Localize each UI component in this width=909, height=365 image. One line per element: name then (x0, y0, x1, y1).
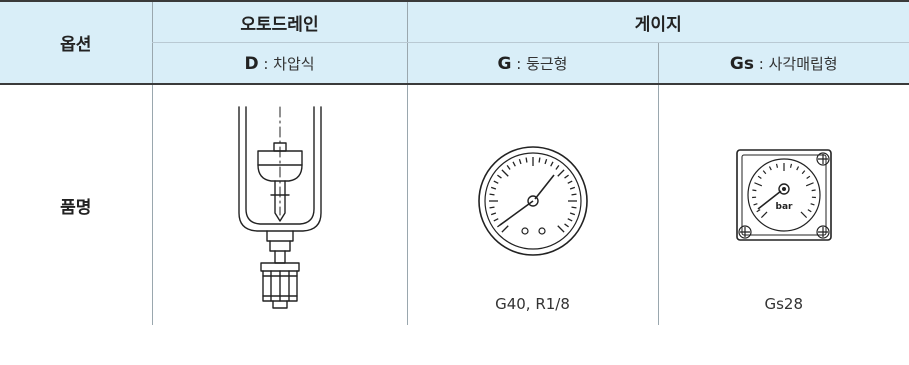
autodrain-header-cell: 오토드레인 (151, 2, 407, 43)
d-code: D (244, 53, 259, 74)
dial-tick (752, 189, 757, 192)
dial-tick (753, 203, 758, 206)
dial-tick (500, 169, 509, 177)
g-type-cell: G : 둥근형 (406, 42, 658, 85)
dial-tick (563, 223, 569, 228)
dial-tick (795, 166, 799, 171)
dial-tick (569, 212, 575, 216)
dial-tick (760, 211, 768, 219)
round-gauge-cell: G40, R1/8 (406, 84, 658, 325)
dial-tick (566, 180, 572, 184)
g-code: G (497, 53, 512, 74)
top-rule (0, 0, 909, 2)
g-desc: : 둥근형 (511, 54, 568, 73)
dial-tick (757, 175, 762, 180)
dial-tick (570, 193, 577, 196)
gs-desc: : 사각매립형 (754, 54, 838, 73)
dial-tick (493, 218, 499, 222)
dial-tick (506, 165, 511, 170)
dial-tick (543, 158, 547, 165)
square-gauge-cell: bar Gs28 (657, 84, 909, 325)
autodrain-label: 오토드레인 (240, 14, 319, 35)
d-type-cell: D : 차압식 (151, 42, 407, 85)
dial-tick (800, 211, 807, 219)
dial-tick (511, 161, 516, 167)
header-row-1: 옵션 오토드레인 게이지 (0, 2, 909, 85)
dial-tick (807, 209, 812, 213)
dial-tick (490, 186, 496, 190)
round-gauge-caption: G40, R1/8 (495, 295, 570, 313)
dial-tick (549, 161, 554, 167)
dial-tick (756, 209, 761, 213)
dial-tick (801, 170, 805, 175)
autodrain-image-cell (151, 84, 407, 325)
dial-tick (805, 182, 814, 187)
row-label-cell: 품명 (0, 84, 152, 325)
dial-tick (556, 169, 565, 177)
dial-tick (811, 189, 816, 192)
dial-tick (524, 157, 528, 163)
header-row-2: D : 차압식 G : 둥근형 Gs : 사각매립형 (0, 42, 909, 85)
autodrain-drawing (237, 106, 322, 309)
dial-tick (500, 225, 509, 233)
gs-code: Gs (729, 53, 754, 74)
dial-tick (537, 157, 541, 163)
gauge-label: 게이지 (634, 14, 682, 35)
square-gauge-icon: bar (735, 149, 832, 241)
option-table: 옵션 오토드레인 게이지 D : 차압식 G : 둥근형 Gs : 사각매립형 … (0, 2, 909, 325)
dial-tick (789, 163, 792, 168)
square-gauge-unit: bar (775, 202, 793, 212)
dial-tick (496, 174, 502, 179)
dial-tick (490, 212, 496, 216)
dial-tick (810, 203, 815, 206)
dial-tick (775, 163, 778, 168)
dial-tick (488, 206, 495, 209)
dial-tick (518, 158, 522, 165)
dial-tick (753, 182, 762, 187)
dial-tick (556, 225, 565, 233)
option-label: 옵션 (60, 35, 92, 55)
dial-tick (569, 186, 575, 190)
gs-type-cell: Gs : 사각매립형 (657, 42, 909, 85)
body-row: 품명 (0, 84, 909, 325)
dial-tick (768, 166, 772, 171)
gauge-header-cell: 게이지 (406, 2, 909, 43)
row-label: 품명 (60, 197, 92, 218)
dial-tick (806, 175, 810, 180)
square-gauge-caption: Gs28 (764, 295, 804, 313)
dial-tick (566, 218, 572, 222)
option-header-cell: 옵션 (0, 2, 152, 85)
dial-tick (493, 180, 499, 184)
round-gauge-icon (477, 146, 588, 256)
dial-tick (488, 193, 495, 196)
dial-tick (554, 165, 559, 170)
dial-tick (762, 170, 767, 175)
dial-tick (570, 206, 577, 209)
dial-tick (563, 174, 569, 179)
d-desc: : 차압식 (258, 54, 315, 73)
